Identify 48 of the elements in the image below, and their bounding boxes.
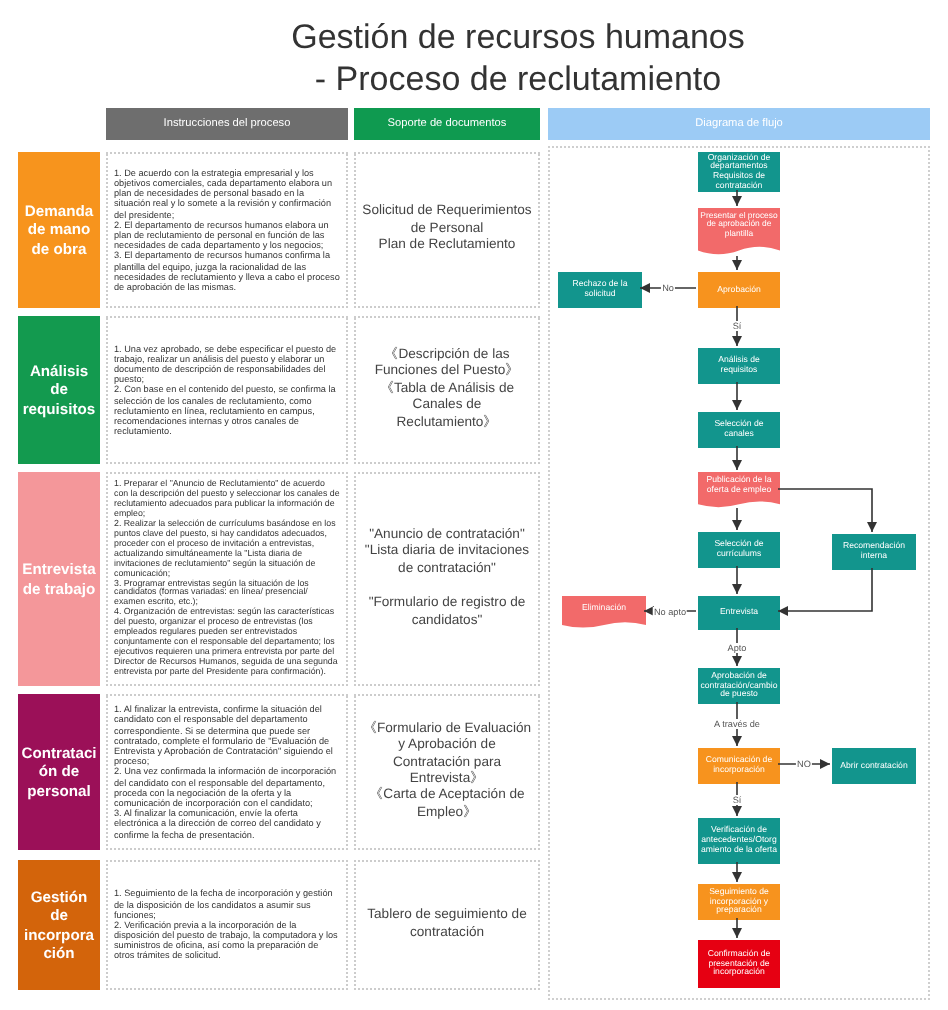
arrow: [732, 381, 742, 411]
arrow: [732, 627, 742, 667]
arrow: [732, 507, 742, 531]
process-box: [698, 884, 780, 920]
process-box: [698, 940, 780, 988]
arrow: [732, 255, 742, 271]
stage-label: [18, 152, 100, 308]
arrow: [732, 917, 742, 939]
instructions-card: [106, 472, 348, 686]
arrow: [732, 189, 742, 207]
arrow: [732, 565, 742, 595]
stage-label: [18, 472, 100, 686]
column-header: [548, 108, 930, 140]
instructions-card: [106, 860, 348, 990]
stage-label: [18, 860, 100, 990]
process-box: [698, 152, 780, 192]
process-box: [698, 818, 780, 864]
process-box: [832, 748, 916, 784]
documents-card: [354, 860, 540, 990]
stage-label: [18, 316, 100, 464]
process-box: [832, 534, 916, 570]
diagram-title: Gestión de recursos humanos - Proceso de reclutamiento: [289, 16, 747, 100]
stage-label: [18, 694, 100, 850]
arrow: [639, 283, 697, 293]
process-box: [698, 532, 780, 568]
column-header: [354, 108, 540, 140]
arrow: [777, 567, 873, 616]
instructions-card: [106, 694, 348, 850]
document-shape: [562, 596, 646, 630]
document-shape: [698, 472, 780, 510]
instructions-card: [106, 316, 348, 464]
process-box: [698, 412, 780, 448]
documents-card: [354, 152, 540, 308]
flowchart-panel: [548, 146, 930, 1000]
arrow: [732, 445, 742, 471]
process-box: [698, 272, 780, 308]
arrow: [777, 488, 877, 533]
process-box: [698, 348, 780, 384]
documents-card: [354, 694, 540, 850]
instructions-card: [106, 152, 348, 308]
column-header: [106, 108, 348, 140]
process-box: [558, 272, 642, 308]
documents-card: [354, 472, 540, 686]
process-box: [698, 748, 780, 784]
arrow: [732, 861, 742, 883]
documents-card: [354, 316, 540, 464]
process-box: [698, 596, 780, 630]
document-shape: [698, 208, 780, 258]
